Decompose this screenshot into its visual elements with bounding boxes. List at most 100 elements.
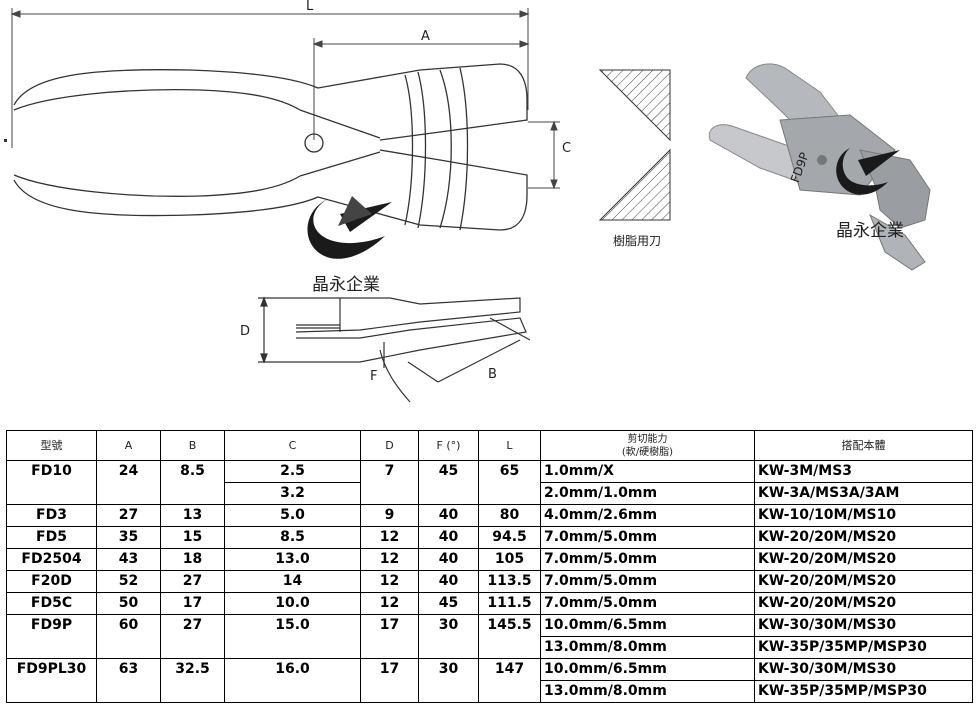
cell-a: 52: [96, 570, 161, 593]
cell-compatible: KW-10/10M/MS10: [754, 504, 973, 527]
cell-compatible: KW-35P/35MP/MSP30: [754, 680, 973, 703]
cell-c: 3.2: [224, 482, 361, 505]
cell-d: 12: [360, 548, 419, 571]
cell-capacity: 1.0mm/X: [540, 460, 755, 483]
cell-capacity: 7.0mm/5.0mm: [540, 570, 755, 593]
cell-b: 32.5: [160, 658, 225, 703]
cell-l: 111.5: [478, 592, 541, 615]
cell-f: 45: [418, 460, 479, 505]
cell-c: 10.0: [224, 592, 361, 615]
photo-company-name: 晶永企業: [836, 221, 904, 241]
cell-compatible: KW-35P/35MP/MSP30: [754, 636, 973, 659]
cell-compatible: KW-20/20M/MS20: [754, 526, 973, 549]
header-compatible: 搭配本體: [754, 430, 973, 461]
cell-compatible: KW-20/20M/MS20: [754, 592, 973, 615]
cell-c: 2.5: [224, 460, 361, 483]
cell-a: 60: [96, 614, 161, 659]
cell-a: 50: [96, 592, 161, 615]
cell-l: 105: [478, 548, 541, 571]
header-l: L: [478, 430, 541, 461]
cell-b: 8.5: [160, 460, 225, 505]
cell-d: 7: [360, 460, 419, 505]
header-b: B: [160, 430, 225, 461]
cell-a: 43: [96, 548, 161, 571]
header-d: D: [360, 430, 419, 461]
dimension-c: [528, 120, 560, 190]
cell-compatible: KW-3A/MS3A/3AM: [754, 482, 973, 505]
cell-a: 27: [96, 504, 161, 527]
cell-model: FD2504: [6, 548, 97, 571]
cell-compatible: KW-30/30M/MS30: [754, 658, 973, 681]
header-c: C: [224, 430, 361, 461]
cell-f: 30: [418, 614, 479, 659]
cell-b: 27: [160, 570, 225, 593]
header-a: A: [96, 430, 161, 461]
cell-capacity: 10.0mm/6.5mm: [540, 658, 755, 681]
cell-a: 35: [96, 526, 161, 549]
cell-f: 40: [418, 570, 479, 593]
cell-b: 15: [160, 526, 225, 549]
table-row: FD10 24 8.5 2.5 7 45 65 1.0mm/X KW-3M/MS…: [6, 460, 973, 505]
cell-f: 40: [418, 526, 479, 549]
cell-capacity: 13.0mm/8.0mm: [540, 636, 755, 659]
cell-f: 40: [418, 504, 479, 527]
cell-model: FD9P: [6, 614, 97, 659]
cell-capacity: 13.0mm/8.0mm: [540, 680, 755, 703]
cell-capacity: 7.0mm/5.0mm: [540, 548, 755, 571]
company-logo: [307, 196, 392, 259]
table-row: FD9P 60 27 15.0 17 30 145.5 10.0mm/6.5mm…: [6, 614, 973, 659]
cell-a: 24: [96, 460, 161, 505]
dim-label-b: B: [488, 367, 497, 382]
table-row: FD5C 50 17 10.0 12 45 111.5 7.0mm/5.0mm …: [6, 592, 973, 615]
table-row: FD3 27 13 5.0 9 40 80 4.0mm/2.6mm KW-10/…: [6, 504, 973, 527]
resin-blade-caption: 樹脂用刀: [613, 233, 661, 248]
resin-blade-section: [598, 69, 671, 221]
cell-b: 27: [160, 614, 225, 659]
cell-l: 147: [478, 658, 541, 703]
cell-c: 15.0: [224, 614, 361, 659]
cell-capacity: 7.0mm/5.0mm: [540, 526, 755, 549]
dim-label-f: F: [370, 369, 377, 384]
cell-b: 17: [160, 592, 225, 615]
table-row: FD9PL30 63 32.5 16.0 17 30 147 10.0mm/6.…: [6, 658, 973, 703]
dimension-a: [312, 38, 530, 140]
cell-model: FD3: [6, 504, 97, 527]
header-f: F (°): [418, 430, 479, 461]
cell-d: 12: [360, 592, 419, 615]
header-capacity: 剪切能力 (軟/硬樹脂): [540, 430, 755, 461]
cell-capacity: 4.0mm/2.6mm: [540, 504, 755, 527]
cell-l: 113.5: [478, 570, 541, 593]
cell-model: FD5: [6, 526, 97, 549]
cutter-outline: [13, 63, 528, 231]
cell-f: 45: [418, 592, 479, 615]
dim-label-c: C: [562, 141, 571, 156]
cell-compatible: KW-20/20M/MS20: [754, 570, 973, 593]
table-row: 13.0mm/8.0mm KW-35P/35MP/MSP30: [7, 636, 973, 659]
cell-b: 18: [160, 548, 225, 571]
header-capacity-line2: (軟/硬樹脂): [621, 446, 674, 458]
table-row: F20D 52 27 14 12 40 113.5 7.0mm/5.0mm KW…: [6, 570, 973, 593]
cell-d: 12: [360, 526, 419, 549]
cell-c: 8.5: [224, 526, 361, 549]
cell-a: 63: [96, 658, 161, 703]
cell-d: 9: [360, 504, 419, 527]
lower-side-view: [258, 296, 531, 403]
table-row: 3.2 2.0mm/1.0mm KW-3A/MS3A/3AM: [7, 482, 973, 505]
cell-model: F20D: [6, 570, 97, 593]
dim-label-d: D: [240, 324, 250, 339]
cell-f: 40: [418, 548, 479, 571]
dim-label-l: L: [306, 0, 314, 14]
header-capacity-line1: 剪切能力: [627, 433, 668, 445]
header-model: 型號: [6, 430, 97, 461]
cell-c: 13.0: [224, 548, 361, 571]
cell-compatible: KW-3M/MS3: [754, 460, 973, 483]
cell-model: FD9PL30: [6, 658, 97, 703]
cell-b: 13: [160, 504, 225, 527]
product-photo: [708, 63, 931, 271]
technical-drawing: L A C 晶永企業: [4, 0, 931, 403]
dimension-l: [10, 8, 530, 148]
cell-compatible: KW-30/30M/MS30: [754, 614, 973, 637]
cell-l: 65: [478, 460, 541, 505]
dim-label-a: A: [421, 29, 430, 44]
table-row: FD2504 43 18 13.0 12 40 105 7.0mm/5.0mm …: [6, 548, 973, 571]
